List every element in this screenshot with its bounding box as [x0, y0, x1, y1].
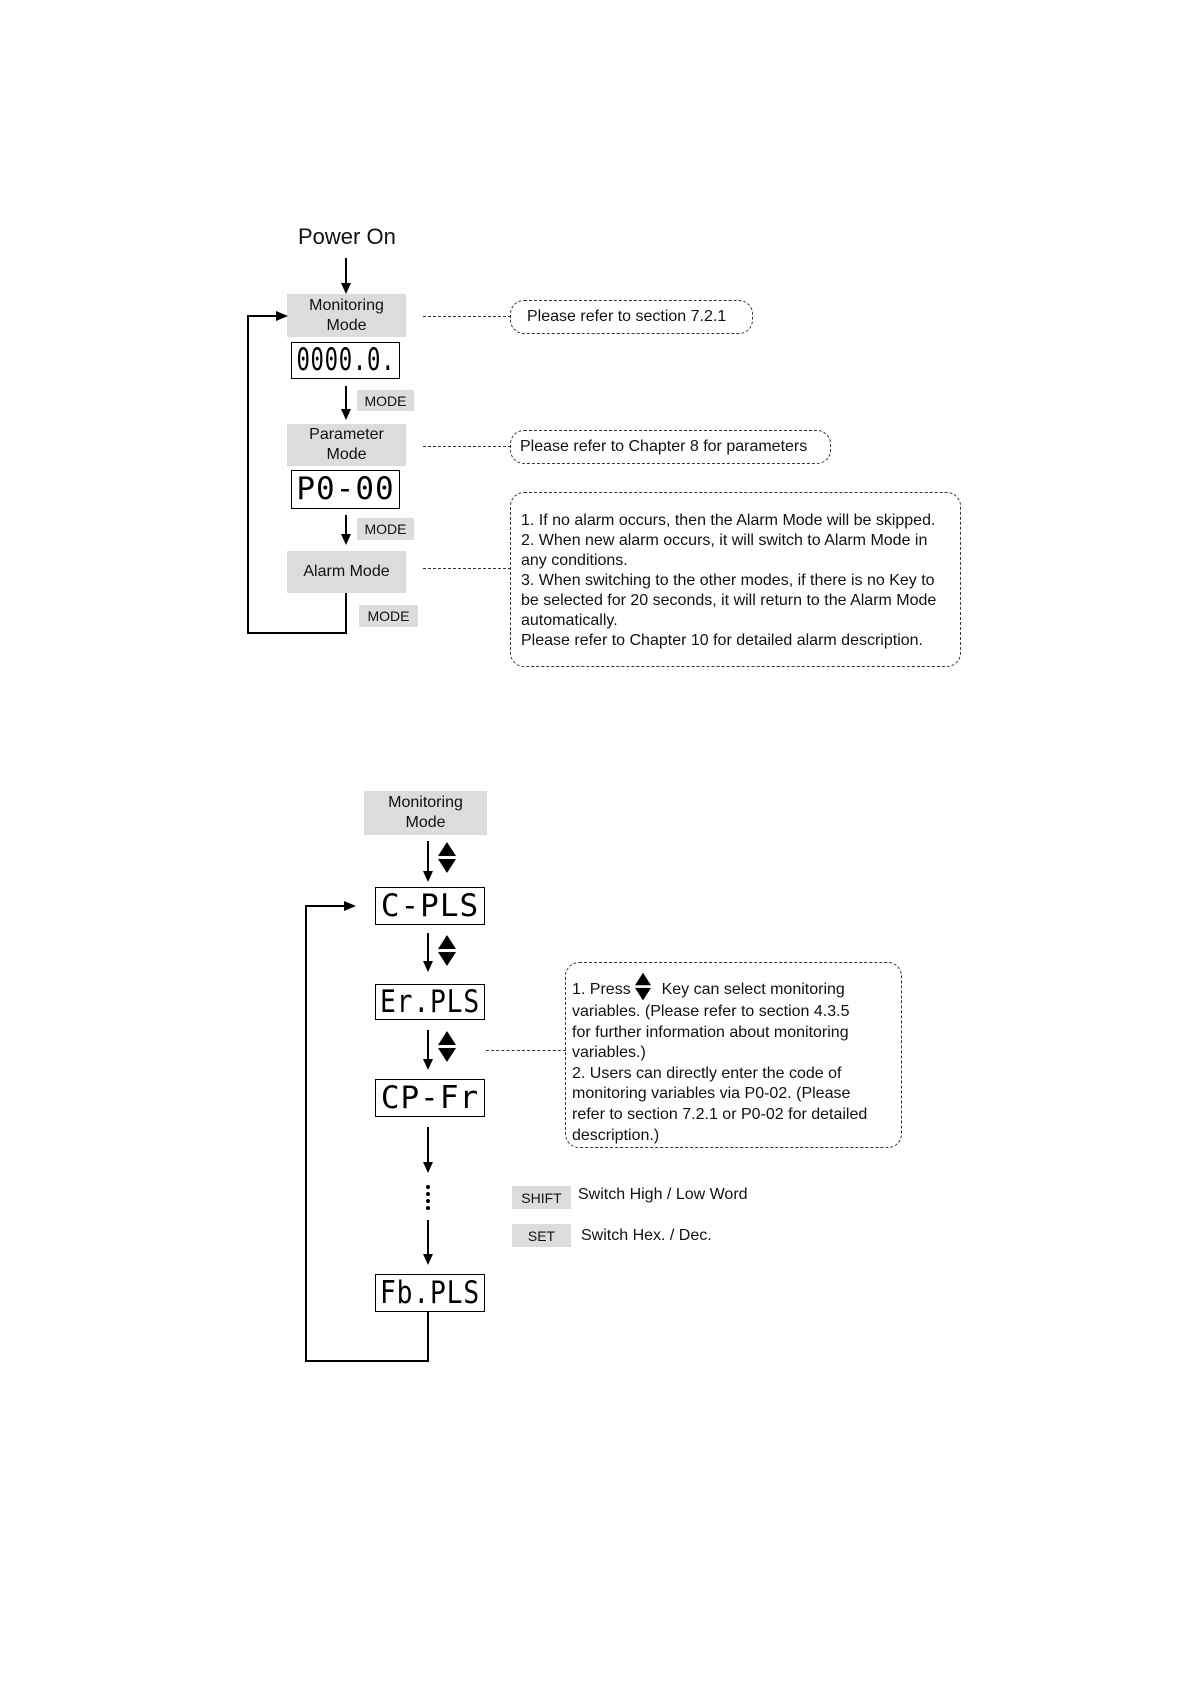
seven-segment-display: Er.PLS	[375, 984, 485, 1020]
loop-line	[305, 905, 345, 907]
display-value: P0-00	[296, 471, 395, 507]
power-on-label: Power On	[298, 224, 396, 249]
ellipsis-icon	[426, 1185, 430, 1210]
arrow-right-icon	[276, 311, 288, 321]
dashed-connector	[423, 568, 511, 569]
parameter-mode-box: Parameter Mode	[287, 424, 406, 466]
callout-line: Please refer to Chapter 10 for detailed …	[521, 632, 923, 649]
arrow-down-icon	[341, 534, 351, 545]
dashed-connector	[486, 1050, 566, 1051]
arrow-down-icon	[423, 961, 433, 972]
display-value: 0000.0.	[296, 342, 395, 378]
callout-line: 2. When new alarm occurs, it will switch…	[521, 532, 928, 549]
callout-line: description.)	[572, 1126, 660, 1144]
callout-text: Key can select monitoring	[661, 981, 845, 998]
seven-segment-display: CP-Fr	[375, 1079, 485, 1117]
monitoring-mode-box: Monitoring Mode	[364, 791, 487, 835]
callout-line: automatically.	[521, 612, 618, 629]
mode-key: MODE	[359, 605, 418, 627]
arrow-right-icon	[344, 901, 356, 911]
callout-line: any conditions.	[521, 552, 628, 569]
loop-line	[345, 593, 347, 634]
callout-line: 2. Users can directly enter the code of	[572, 1064, 842, 1082]
seven-segment-display: Fb.PLS	[375, 1274, 485, 1312]
shift-key: SHIFT	[512, 1186, 571, 1209]
alarm-mode-box: Alarm Mode	[287, 551, 406, 593]
callout-line: variables.)	[572, 1044, 646, 1062]
arrow-down-icon	[341, 409, 351, 420]
set-key-description: Switch Hex. / Dec.	[581, 1227, 712, 1244]
arrow-down-icon	[423, 1254, 433, 1265]
arrow-down-icon	[423, 1059, 433, 1070]
up-down-key-icon	[635, 972, 652, 1001]
up-down-key-icon	[438, 842, 456, 873]
flow-line	[345, 386, 347, 410]
loop-line	[247, 315, 249, 634]
flow-line	[345, 258, 347, 284]
set-key: SET	[512, 1224, 571, 1247]
callout-line: refer to section 7.2.1 or P0-02 for deta…	[572, 1105, 868, 1123]
display-value: CP-Fr	[380, 1079, 480, 1116]
callout-line: monitoring variables via P0-02. (Please	[572, 1085, 851, 1103]
loop-line	[305, 1360, 429, 1362]
mode-key: MODE	[357, 518, 414, 540]
flow-line	[427, 841, 429, 872]
loop-line	[427, 1312, 429, 1362]
loop-line	[247, 315, 277, 317]
seven-segment-display: P0-00	[291, 470, 400, 509]
display-value: Er.PLS	[380, 984, 481, 1020]
callout-text: Please refer to Chapter 8 for parameters	[520, 438, 808, 455]
arrow-down-icon	[341, 283, 351, 294]
callout-text: Please refer to section 7.2.1	[527, 308, 727, 325]
arrow-down-icon	[423, 1162, 433, 1173]
seven-segment-display: 0000.0.	[291, 342, 400, 379]
callout-line: be selected for 20 seconds, it will retu…	[521, 592, 937, 609]
loop-line	[247, 632, 347, 634]
callout-alarm: 1. If no alarm occurs, then the Alarm Mo…	[510, 492, 961, 667]
display-value: C-PLS	[380, 887, 480, 924]
flow-line	[427, 1127, 429, 1163]
callout-monitoring: Please refer to section 7.2.1	[510, 300, 753, 334]
monitoring-mode-box: Monitoring Mode	[287, 294, 406, 337]
shift-key-description: Switch High / Low Word	[578, 1186, 748, 1203]
callout-line: 3. When switching to the other modes, if…	[521, 572, 935, 589]
dashed-connector	[423, 316, 511, 317]
flow-line	[345, 515, 347, 535]
callout-parameter: Please refer to Chapter 8 for parameters	[510, 430, 831, 464]
display-value: Fb.PLS	[380, 1274, 481, 1311]
callout-monitoring-variables: 1. Press Key can select monitoring varia…	[565, 962, 902, 1148]
callout-line: 1. Press Key can select monitoring	[572, 972, 901, 1002]
mode-key: MODE	[357, 390, 414, 411]
callout-line: 1. If no alarm occurs, then the Alarm Mo…	[521, 512, 936, 529]
flow-line	[427, 1030, 429, 1060]
flow-line	[427, 1220, 429, 1255]
flow-line	[427, 933, 429, 962]
arrow-down-icon	[423, 871, 433, 882]
callout-line: variables. (Please refer to section 4.3.…	[572, 1003, 850, 1020]
callout-text: 1. Press	[572, 981, 631, 998]
loop-line	[305, 905, 307, 1362]
up-down-key-icon	[438, 1031, 456, 1062]
up-down-key-icon	[438, 935, 456, 966]
seven-segment-display: C-PLS	[375, 887, 485, 925]
dashed-connector	[423, 446, 511, 447]
callout-line: for further information about monitoring	[572, 1023, 849, 1041]
